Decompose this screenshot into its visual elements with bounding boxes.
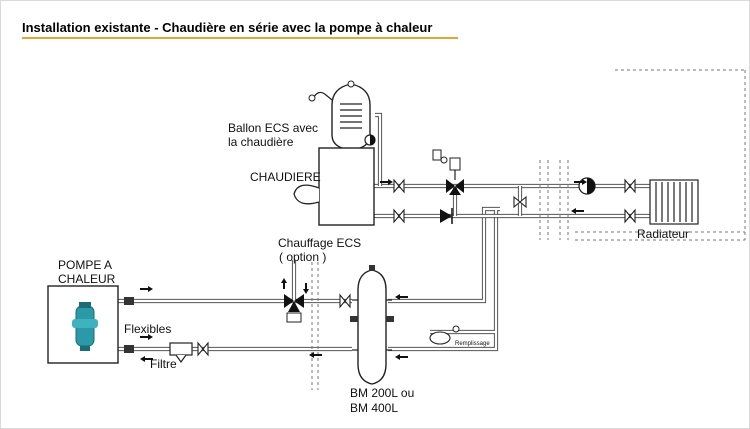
pompe-label-1: POMPE A (58, 258, 112, 272)
chaudiere-label: CHAUDIERE (250, 170, 321, 184)
pompe-label-2: CHALEUR (58, 272, 116, 286)
flexibles-label: Flexibles (124, 322, 171, 336)
mixing-valve-icon (432, 149, 464, 195)
pipe-network (118, 112, 650, 352)
boiler (293, 147, 375, 226)
radiator-circulator-icon (578, 177, 596, 195)
valve-boiler-flow (393, 178, 405, 194)
filter-icon (169, 342, 193, 364)
heat-pump-icon (72, 302, 98, 351)
chauffage-label-1: Chauffage ECS (278, 236, 361, 250)
valve-radiator-return (624, 208, 636, 224)
check-valve-icon (440, 208, 453, 224)
circulator-pump-icon (364, 134, 376, 146)
ballon-label-2: la chaudière (228, 135, 294, 149)
diagram-title: Installation existante - Chaudière en sé… (22, 20, 432, 35)
valve-boiler-return (393, 208, 405, 224)
ecs-tank (308, 80, 371, 151)
buffer-tank (350, 265, 394, 385)
ballon-label-1: Ballon ECS avec (228, 121, 318, 135)
valve-radiator-flow (624, 178, 636, 194)
three-way-valve-icon (284, 294, 304, 323)
dashed-guides (311, 69, 746, 390)
bm-label-2: BM 400L (350, 401, 398, 415)
radiator-icon (649, 179, 699, 225)
filtre-label: Filtre (150, 357, 177, 371)
valve-buffer-in (339, 293, 351, 309)
bm-label-1: BM 200L ou (350, 386, 414, 400)
chauffage-label-2: ( option ) (279, 250, 326, 264)
valve-hp-return (197, 341, 209, 357)
remplissage-label: Remplissage (455, 341, 490, 347)
flow-arrows (140, 179, 587, 362)
heat-pump-unit (47, 285, 119, 364)
flex-connectors (124, 297, 134, 353)
radiateur-label: Radiateur (637, 227, 689, 241)
bypass-valve (513, 195, 527, 209)
expansion-vessel-icon (429, 325, 460, 345)
